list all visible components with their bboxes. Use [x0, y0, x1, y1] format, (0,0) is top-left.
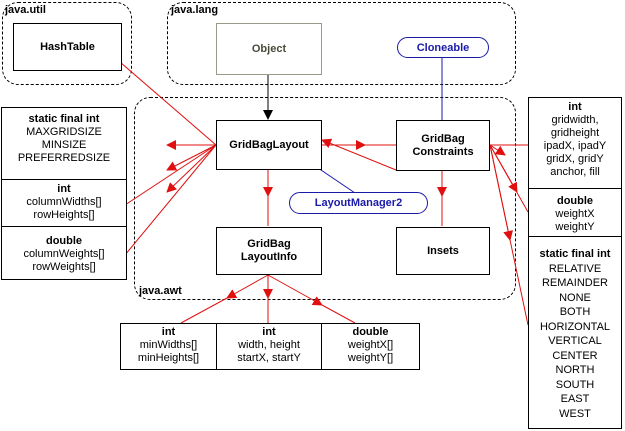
field-name: ipadX, ipadY: [543, 140, 607, 152]
interface-layoutmanager2-label: LayoutManager2: [314, 197, 403, 209]
field-name: minHeights[]: [137, 352, 200, 364]
field-name: weightX: [555, 208, 595, 220]
field-name: NORTH: [555, 364, 595, 376]
assoc-line-info-double: [267, 274, 323, 306]
field-type: static final int: [28, 113, 100, 125]
layout-field-static-final-int: static final int MAXGRIDSIZE MINSIZE PRE…: [1, 107, 127, 180]
layout-field-double: double columnWeights[] rowWeights[]: [1, 226, 127, 280]
class-gridbaglayout[interactable]: GridBagLayout: [216, 120, 322, 170]
field-name: rowHeights[]: [33, 209, 95, 221]
field-name: MINSIZE: [41, 139, 87, 151]
field-type: static final int: [539, 248, 611, 260]
field-name: gridX, gridY: [546, 153, 604, 165]
field-name: gridheight: [550, 127, 600, 139]
field-name: weightX[]: [347, 339, 394, 351]
field-name: VERTICAL: [548, 335, 602, 347]
assoc-line-hashtable: [119, 61, 217, 146]
layoutinfo-field-double: double weightX[] weightY[]: [321, 323, 420, 370]
class-insets[interactable]: Insets: [396, 227, 490, 275]
constraints-field-double: double weightX weightY: [528, 188, 622, 237]
field-name: PREFERREDSIZE: [17, 152, 111, 164]
class-object[interactable]: Object: [216, 23, 322, 75]
field-type: double: [352, 326, 389, 338]
field-name: width, height: [238, 339, 300, 351]
assoc-line-constraints-layout: [321, 138, 397, 171]
class-gridbagconstraints-label-2: Constraints: [412, 145, 474, 158]
class-gridbagconstraints-label-1: GridBag: [421, 132, 465, 145]
class-insets-label: Insets: [427, 244, 459, 257]
field-type: double: [556, 195, 594, 207]
assoc-line-info-int-a-2: [180, 297, 228, 324]
package-label-java-lang: java.lang: [171, 4, 219, 16]
constraints-field-int: int gridwidth, gridheight ipadX, ipadY g…: [528, 97, 622, 189]
field-name: HORIZONTAL: [539, 320, 611, 333]
package-label-java-util: java.util: [5, 4, 46, 16]
field-name: BOTH: [559, 306, 591, 318]
field-type: int: [568, 101, 582, 113]
assoc-line-layout-int-2: [124, 144, 217, 206]
class-object-label: Object: [251, 42, 287, 55]
field-type: int: [161, 326, 176, 338]
assoc-line-layout-static-2: [166, 144, 217, 171]
assoc-line-layout-int: [166, 144, 217, 193]
class-gridbaglayoutinfo-label-2: LayoutInfo: [240, 251, 298, 263]
field-type: int: [57, 183, 71, 195]
field-name: weightY[]: [347, 352, 394, 364]
field-name: columnWidths[]: [26, 196, 102, 208]
field-name: WEST: [559, 407, 591, 420]
field-name: gridwidth,: [551, 114, 599, 126]
field-type: int: [262, 326, 276, 338]
package-java-util: [2, 2, 132, 85]
assoc-line-constraints-static-arrow: [489, 144, 514, 241]
layoutinfo-field-int-b: int width, height startX, startY: [216, 323, 322, 370]
constraints-field-static-final-int: static final int RELATIVE REMAINDER NONE…: [528, 236, 622, 429]
class-gridbaglayoutinfo[interactable]: GridBag LayoutInfo: [216, 227, 322, 275]
class-hashtable-label: HashTable: [40, 40, 95, 53]
field-name: MAXGRIDSIZE: [26, 126, 102, 138]
interface-line-layoutmanager2: [317, 167, 359, 196]
class-gridbagconstraints[interactable]: GridBag Constraints: [396, 120, 490, 171]
class-hashtable[interactable]: HashTable: [13, 23, 122, 71]
field-name: rowWeights[]: [32, 261, 96, 273]
assoc-line-constraints-double-arrow: [489, 144, 518, 193]
interface-cloneable[interactable]: Cloneable: [397, 37, 489, 58]
field-name: REMAINDER: [541, 277, 608, 289]
field-type: double: [45, 235, 83, 247]
field-name: weightY: [555, 221, 595, 233]
interface-layoutmanager2[interactable]: LayoutManager2: [289, 192, 428, 214]
assoc-line-constraints-int-arrow: [489, 144, 506, 156]
field-name: anchor, fill: [550, 166, 600, 178]
layoutinfo-field-int-a: int minWidths[] minHeights[]: [120, 323, 217, 370]
package-java-lang: [167, 2, 516, 85]
package-label-java-awt: java.awt: [139, 285, 182, 297]
field-name: minWidths[]: [139, 339, 198, 351]
assoc-line-info-int-a: [226, 274, 269, 299]
field-name: SOUTH: [555, 378, 595, 391]
field-name: startX, startY: [237, 352, 301, 364]
field-name: columnWeights[]: [23, 248, 105, 260]
class-gridbaglayout-label: GridBagLayout: [229, 138, 309, 151]
field-name: NONE: [559, 291, 591, 304]
field-name: EAST: [560, 393, 590, 405]
layout-field-int: int columnWidths[] rowHeights[]: [1, 179, 127, 227]
interface-cloneable-label: Cloneable: [416, 41, 470, 54]
field-name: CENTER: [552, 349, 598, 362]
class-gridbaglayoutinfo-label-1: GridBag: [247, 238, 291, 250]
assoc-line-layout-double: [124, 144, 217, 256]
field-name: RELATIVE: [548, 262, 602, 275]
assoc-line-info-double-2: [321, 304, 356, 324]
